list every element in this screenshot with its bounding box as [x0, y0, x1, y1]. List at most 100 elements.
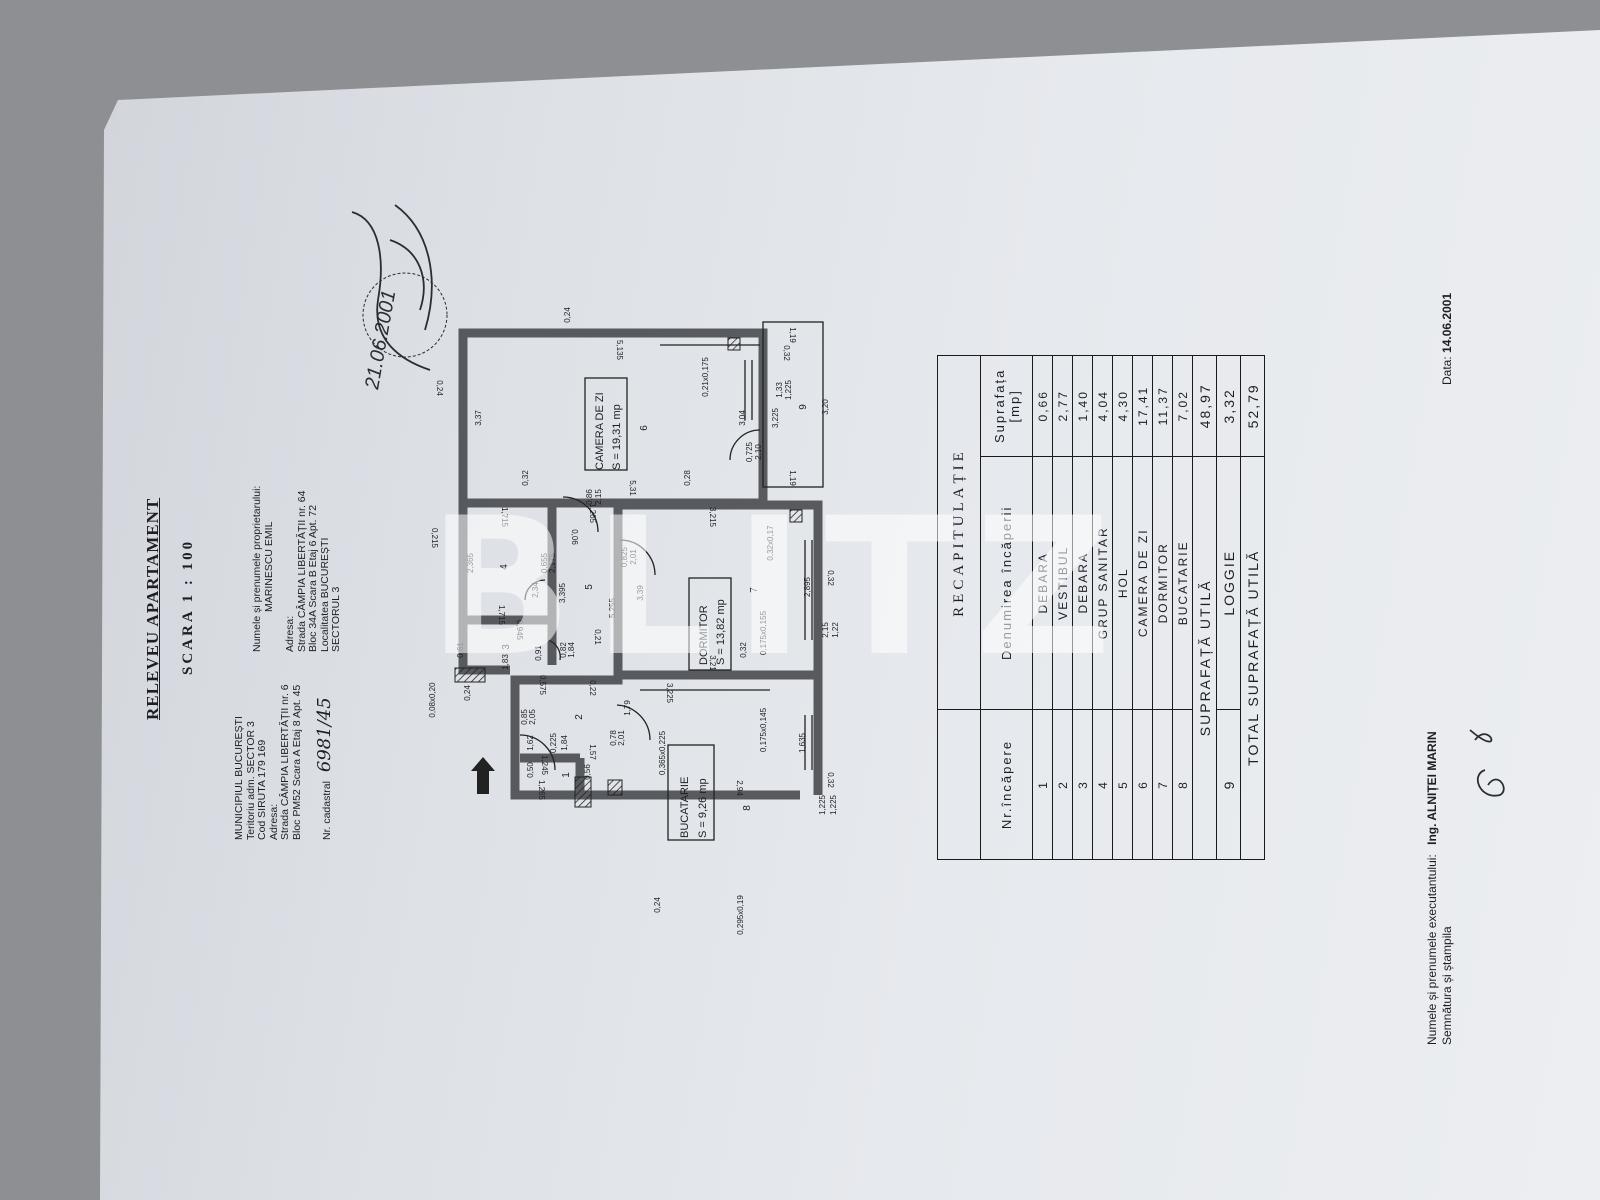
dimension-label: 0,21x0,175 — [701, 357, 710, 397]
room-name: DORMITOR — [698, 605, 710, 665]
dimension-label: 0,08x0,20 — [428, 682, 437, 718]
dimension-label: 1,245 — [540, 755, 549, 776]
dimension-label: 5,255 — [608, 597, 617, 618]
dimension-label: 2,365 — [466, 552, 475, 573]
room-number: 8 — [742, 805, 753, 811]
dimension-label: 3,215 — [708, 507, 717, 528]
room-number: 7 — [749, 587, 760, 593]
dimension-label: 0,575 — [538, 675, 547, 696]
dimension-label: 1,265 — [537, 780, 546, 801]
room-number: 1 — [561, 772, 572, 778]
room-name: BUCATARIE — [679, 777, 691, 838]
dimension-label: 0,28 — [683, 470, 692, 486]
dimension-label: 0,21 — [593, 629, 602, 645]
room-area: S = 9,26 mp — [697, 778, 709, 838]
dimension-label: 3,39 — [636, 585, 645, 601]
dimension-label: 0,32 — [826, 570, 835, 586]
dimension-label: 5,31 — [628, 480, 637, 496]
dimension-label: 1,33 — [775, 382, 784, 398]
dimension-label: 0,24 — [653, 897, 662, 913]
dimension-label: 0,32 — [521, 470, 530, 486]
dimension-labels: 0,24 5,135 0,24 3,37 0,21x0,175 0,32 1,1… — [428, 307, 840, 935]
dimension-label: 1,19 — [788, 327, 797, 343]
room-number: 4 — [499, 564, 510, 570]
entrance-arrow-icon — [471, 757, 495, 794]
dimension-label: 0,06 — [570, 529, 579, 545]
dimension-label: 0,50 — [526, 762, 535, 778]
dimension-label: 2,895 — [803, 576, 812, 597]
dimension-label: 1,225 — [818, 794, 827, 815]
room-labels: CAMERA DE ZI S = 19,31 mp DORMITOR S = 1… — [584, 377, 732, 841]
dimension-label: 0,61 — [456, 642, 465, 658]
dimension-label: 0,725 — [745, 441, 754, 462]
dimension-label: 3,395 — [558, 582, 567, 603]
dimension-label: 5,135 — [615, 340, 624, 361]
dimension-label: 0,56 — [583, 764, 592, 780]
dimension-label: 1,635 — [798, 732, 807, 753]
dimension-label: 1,225 — [829, 794, 838, 815]
dimension-label: 0,85 — [520, 709, 529, 725]
dimension-label: 1,715 — [497, 605, 506, 626]
dimension-label: 0,24 — [563, 307, 572, 323]
dimension-label: 1,57 — [588, 744, 597, 760]
dimension-label: 2,15 — [821, 622, 830, 638]
dimension-label: 2,10 — [754, 444, 763, 460]
room-number-boxes: 6 7 8 1 2 3 4 5 9 — [499, 404, 809, 811]
dimension-label: 0,32x0,17 — [766, 525, 775, 561]
dimension-label: 0,655 — [540, 552, 549, 573]
dimension-label: 1,79 — [623, 700, 632, 716]
dimension-label: 3,20 — [821, 399, 830, 415]
dimension-label: 1,715 — [500, 507, 509, 528]
dimension-label: 1,225 — [784, 379, 793, 400]
dimension-label: 2,01 — [617, 730, 626, 746]
dimension-label: 0,82 — [559, 642, 568, 658]
dimension-label: 2,34 — [531, 582, 540, 598]
blitz-watermark: BLITZ — [428, 477, 1132, 698]
dimension-label: 0,86 — [585, 489, 594, 505]
dimension-label: 0,945 — [515, 620, 524, 641]
dimension-label: 3,04 — [738, 410, 747, 426]
dimension-label: 0,175x0,155 — [759, 610, 768, 655]
room-area: S = 19,31 mp — [611, 404, 623, 470]
dimension-label: 0,24 — [435, 380, 444, 396]
room-number: 5 — [584, 584, 595, 590]
dimension-label: 2,175 — [548, 552, 557, 573]
stamp-signature — [351, 204, 1505, 797]
room-number: 2 — [574, 714, 585, 720]
room-number: 3 — [501, 644, 512, 650]
dimension-label: 2,05 — [528, 709, 537, 725]
dimension-label: 1,84 — [567, 642, 576, 658]
plan-lines — [519, 321, 824, 771]
dimension-label: 1,19 — [788, 470, 797, 486]
dimension-label: 0,22 — [588, 680, 597, 696]
dimension-label: 3,21 — [708, 655, 717, 671]
dimension-label: 0,215 — [430, 528, 439, 549]
room-name: CAMERA DE ZI — [594, 392, 606, 470]
room-number: 9 — [798, 404, 809, 410]
dimension-label: 1,83 — [501, 654, 510, 670]
hatched-shafts — [454, 337, 803, 808]
dimension-label: 1,84 — [560, 735, 569, 751]
room-area: S = 13,82 mp — [715, 599, 727, 665]
dimension-label: 0,175x0,145 — [759, 707, 768, 752]
dimension-label: 0,225 — [549, 732, 558, 753]
dimension-label: 0,24 — [463, 685, 472, 701]
dimension-label: 0,295x0,19 — [736, 895, 745, 935]
dimension-label: 2,94 — [735, 780, 744, 796]
dimension-label: 1,62 — [526, 735, 535, 751]
dimension-label: 0,78 — [609, 730, 618, 746]
dimension-label: 0,32 — [782, 345, 791, 361]
dimension-label: 0,32 — [826, 772, 835, 788]
dimension-label: 3,37 — [474, 410, 483, 426]
room-number: 6 — [639, 425, 650, 431]
dimension-label: 3,225 — [665, 683, 674, 704]
dimension-label: 0,825 — [620, 546, 629, 567]
dimension-label: 3,225 — [771, 407, 780, 428]
dimension-label: 2,15 — [594, 489, 603, 505]
dimension-label: 0,32 — [739, 642, 748, 658]
dimension-label: 1,22 — [831, 622, 840, 638]
dimension-label: 1,265 — [588, 503, 597, 524]
dimension-label: 0,365x0,225 — [658, 730, 667, 775]
